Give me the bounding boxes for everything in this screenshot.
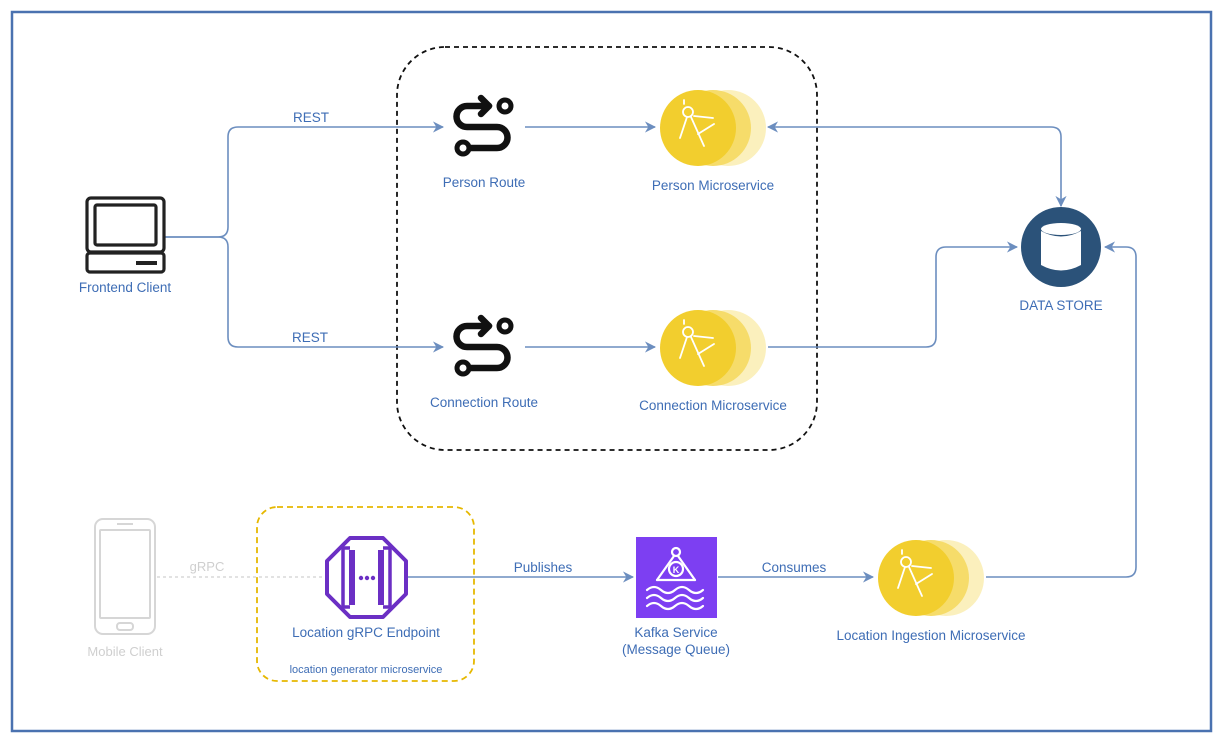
location-ingestion-label: Location Ingestion Microservice (836, 628, 1025, 643)
microservice-icon (659, 89, 767, 167)
edge-label-publishes: Publishes (514, 560, 573, 575)
person-route-label: Person Route (443, 175, 526, 190)
person-microservice-label: Person Microservice (652, 178, 774, 193)
frontend-client-label: Frontend Client (79, 280, 172, 295)
edge-label-consumes: Consumes (762, 560, 827, 575)
connection-microservice-label: Connection Microservice (639, 398, 787, 413)
location-ingestion-node[interactable]: Location Ingestion Microservice (836, 539, 1026, 643)
frontend-client-node[interactable]: Frontend Client (79, 196, 172, 295)
desktop-computer-icon (85, 196, 166, 274)
location-generator-group-label: location generator microservice (290, 664, 443, 676)
database-icon (1021, 207, 1101, 287)
edge-label-rest-person: REST (293, 110, 329, 125)
endpoint-icon (325, 536, 408, 619)
connection-route-node[interactable]: Connection Route (430, 318, 538, 410)
edge-label-rest-connection: REST (292, 330, 328, 345)
kafka-service-sublabel: (Message Queue) (622, 642, 730, 657)
grpc-endpoint-label: Location gRPC Endpoint (292, 625, 440, 640)
edge-connection-microservice-to-datastore (768, 241, 1019, 348)
microservice-icon (877, 539, 985, 617)
kafka-icon: K (636, 537, 717, 618)
route-icon (457, 98, 512, 154)
person-route-node[interactable]: Person Route (443, 98, 526, 190)
edge-ingestion-to-datastore (986, 241, 1137, 578)
routes-group-boundary (396, 46, 818, 451)
microservice-icon (659, 309, 767, 387)
data-store-label: DATA STORE (1019, 298, 1102, 313)
grpc-endpoint-node[interactable]: Location gRPC Endpoint location generato… (290, 536, 443, 676)
edge-frontend-to-connection-route (163, 236, 445, 353)
edge-label-grpc: gRPC (190, 559, 225, 574)
kafka-service-label: Kafka Service (634, 625, 717, 640)
mobile-client-label: Mobile Client (87, 644, 163, 659)
data-store-node[interactable]: DATA STORE (1019, 207, 1103, 313)
connection-microservice-node[interactable]: Connection Microservice (639, 309, 787, 413)
kafka-service-node[interactable]: K Kafka Service (Message Queue) (622, 537, 730, 657)
mobile-phone-icon (94, 518, 156, 635)
route-icon (457, 318, 512, 374)
mobile-client-node[interactable]: Mobile Client (87, 518, 163, 659)
diagram-frame (10, 10, 1213, 733)
edge-person-microservice-datastore (766, 121, 1067, 208)
connection-route-label: Connection Route (430, 395, 538, 410)
svg-text:K: K (673, 565, 680, 575)
location-generator-group-boundary (256, 506, 475, 682)
person-microservice-node[interactable]: Person Microservice (652, 89, 774, 193)
edge-frontend-to-person-route (163, 121, 445, 238)
